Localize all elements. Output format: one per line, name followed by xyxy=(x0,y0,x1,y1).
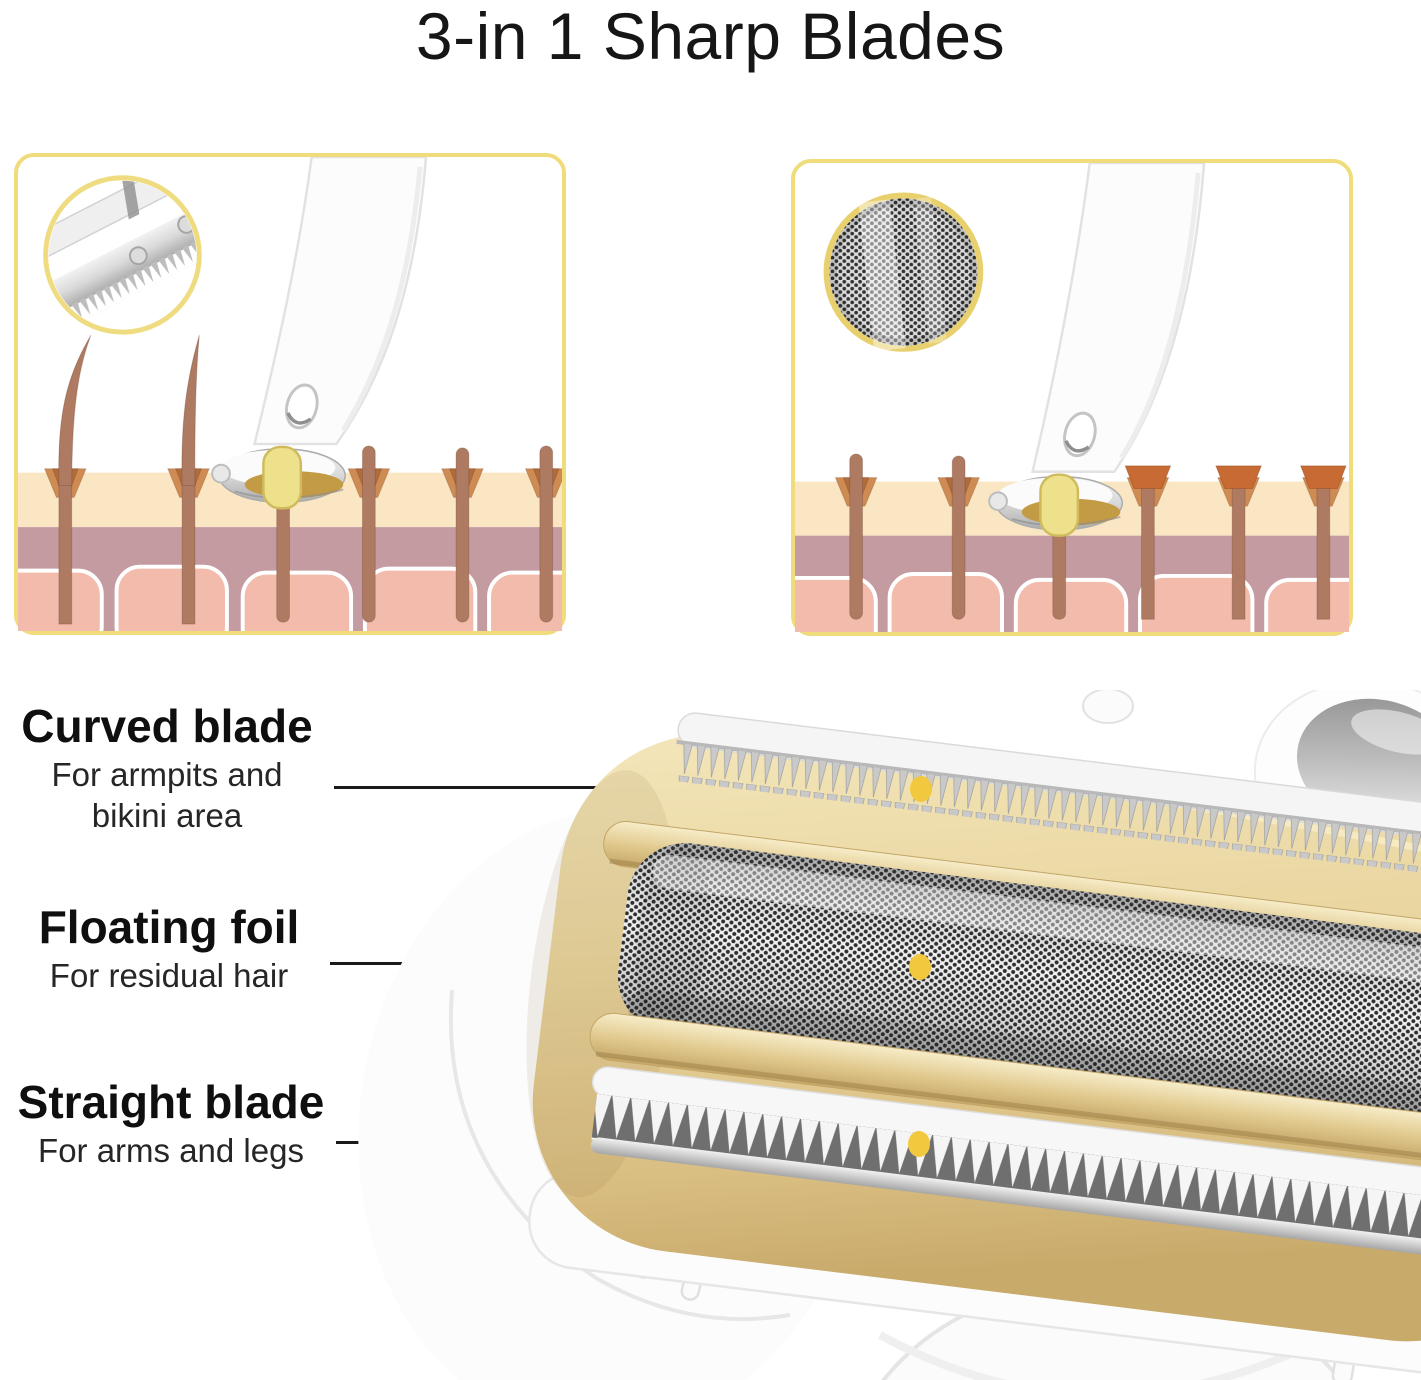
short-hair-shaving-illustration xyxy=(795,163,1349,632)
shaver-head-gold-plate xyxy=(526,712,1421,1380)
floating-foil-row xyxy=(589,820,1421,1175)
shaver-illustration xyxy=(211,157,428,510)
shaver-head xyxy=(988,473,1124,537)
cut-hair-tips xyxy=(1124,465,1347,489)
curved-blade-row xyxy=(676,712,1421,893)
callout-floating-foil: Floating foil For residual hair xyxy=(8,903,330,997)
callout-heading: Curved blade xyxy=(21,700,313,752)
shaver-head xyxy=(211,445,346,510)
shaver-head-product-photo xyxy=(358,690,1421,1380)
shaver-button xyxy=(285,383,319,430)
callout-description-line: For residual hair xyxy=(49,957,289,995)
page-title: 3-in 1 Sharp Blades xyxy=(415,0,1006,73)
curved-blade-teeth-icon xyxy=(43,175,202,335)
long-hair-shaving-illustration xyxy=(18,157,562,631)
callout-description-line: bikini area xyxy=(91,796,243,834)
callout-description-line: For arms and legs xyxy=(38,1132,304,1170)
shaver-handle xyxy=(252,157,428,446)
callout-dot-straight-blade xyxy=(908,1131,930,1157)
callout-dot-curved-blade xyxy=(910,776,932,802)
callout-description-line: For armpits and xyxy=(51,756,283,794)
callout-straight-blade: Straight blade For arms and legs xyxy=(4,1078,338,1172)
top-nub xyxy=(1082,690,1134,724)
shaver-button xyxy=(1063,411,1097,458)
skin-tissue-bumps xyxy=(18,564,562,631)
callout-heading: Straight blade xyxy=(17,1076,325,1128)
panel-short-hair-diagram xyxy=(791,159,1353,636)
shaver-illustration xyxy=(988,163,1206,537)
callout-dot-floating-foil xyxy=(909,954,931,980)
callout-curved-blade: Curved blade For armpits and bikini area xyxy=(6,702,328,836)
callout-heading: Floating foil xyxy=(38,901,300,953)
panel-long-hair-diagram xyxy=(14,153,566,635)
shaver-handle xyxy=(1031,163,1206,473)
foil-mesh-icon xyxy=(823,192,984,352)
straight-blade-row xyxy=(590,1066,1421,1269)
